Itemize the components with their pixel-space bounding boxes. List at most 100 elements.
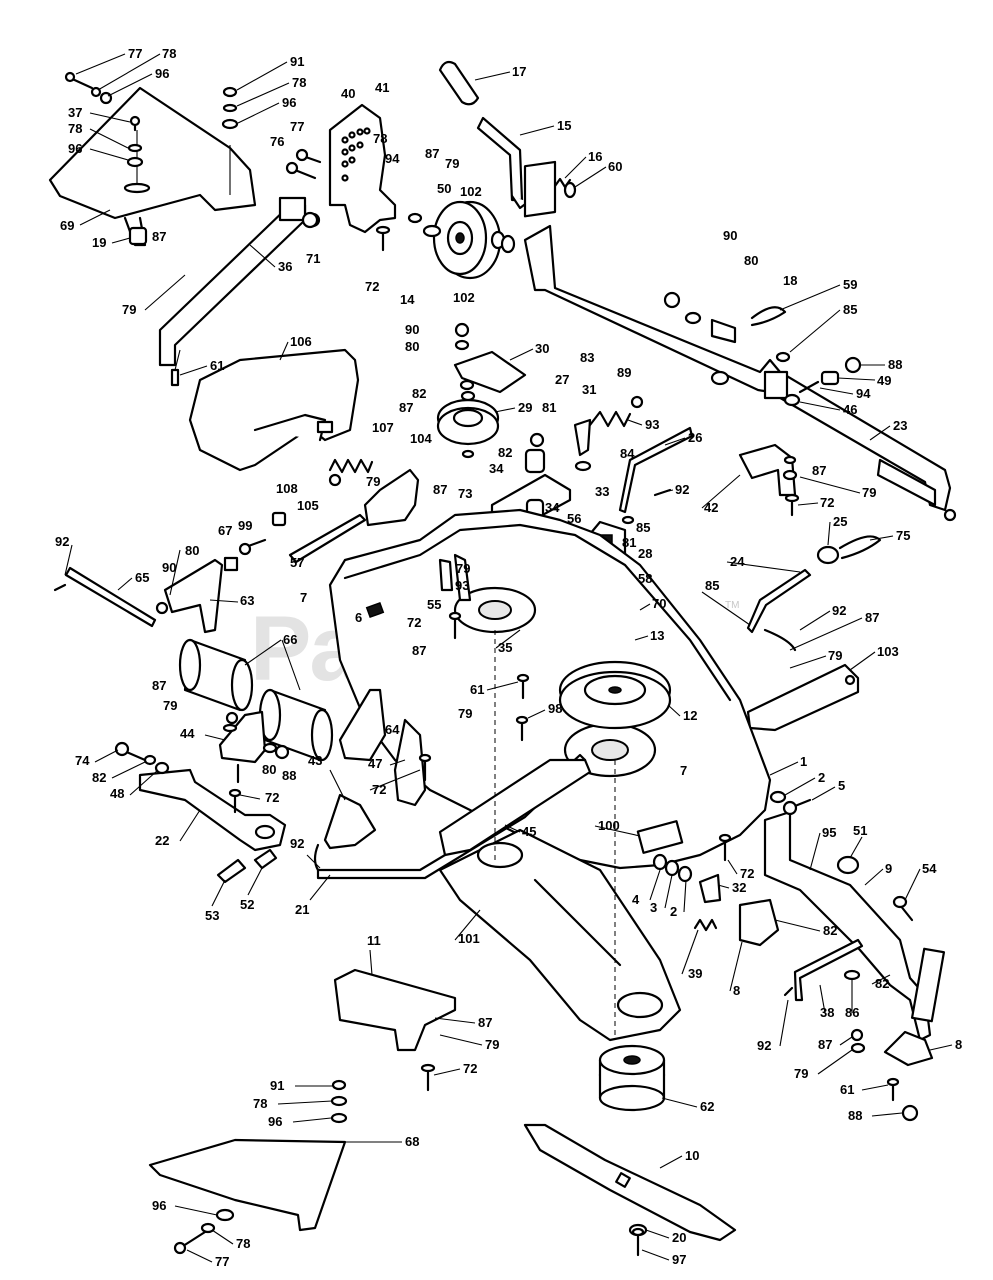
part-66-roller-right: [258, 688, 334, 762]
callout-87: 87: [399, 400, 413, 415]
part-89-washer: [630, 395, 644, 409]
part-30-bracket: [453, 350, 527, 394]
callout-91: 91: [290, 54, 304, 69]
callout-33: 33: [595, 484, 609, 499]
part-44-bracket: [218, 710, 267, 784]
callout-71: 71: [306, 251, 320, 266]
callout-29: 29: [518, 400, 532, 415]
callout-88: 88: [848, 1108, 862, 1123]
watermark-trademark: TM: [725, 600, 739, 611]
part-45-baffle: [438, 758, 592, 857]
callout-104: 104: [410, 431, 432, 446]
part-54-bolt: [892, 895, 914, 922]
callout-87: 87: [812, 463, 826, 478]
callout-103: 103: [877, 644, 899, 659]
callout-78: 78: [253, 1096, 267, 1111]
callout-24: 24: [730, 554, 745, 569]
callout-82: 82: [875, 976, 889, 991]
callout-51: 51: [853, 823, 867, 838]
part-1-mower-deck: [328, 508, 772, 870]
part-94-bolt: [798, 380, 820, 394]
callout-48: 48: [110, 786, 124, 801]
callout-35: 35: [498, 640, 512, 655]
part-59-clip: [750, 306, 787, 327]
part-6-pad: [365, 601, 385, 619]
callout-21: 21: [295, 902, 309, 917]
callout-54: 54: [922, 861, 937, 876]
callout-76: 76: [270, 134, 284, 149]
callout-88: 88: [282, 768, 296, 783]
bolt-72-right: [718, 833, 732, 862]
callout-74: 74: [75, 753, 90, 768]
callout-79: 79: [445, 156, 459, 171]
callout-78: 78: [236, 1236, 250, 1251]
callout-80: 80: [185, 543, 199, 558]
callout-61: 61: [840, 1082, 854, 1097]
callout-85: 85: [636, 520, 650, 535]
callout-39: 39: [688, 966, 702, 981]
part-49-bushing: [820, 370, 840, 386]
callout-72: 72: [407, 615, 421, 630]
callout-72: 72: [372, 782, 386, 797]
callout-18: 18: [783, 273, 797, 288]
part-51-cap: [836, 855, 860, 875]
callout-25: 25: [833, 514, 847, 529]
callout-79: 79: [163, 698, 177, 713]
callout-101: 101: [458, 931, 480, 946]
part-86-washer: [843, 969, 861, 981]
part-90-left-nut: [155, 601, 169, 615]
part-82-washer-left: [143, 754, 157, 766]
part-101-blade-plate: [438, 828, 682, 1042]
callout-12: 12: [683, 708, 697, 723]
callout-57: 57: [290, 555, 304, 570]
callout-4: 4: [632, 892, 640, 907]
callout-67: 67: [218, 523, 232, 538]
part-34-bushing-upper: [524, 448, 546, 474]
callout-31: 31: [582, 382, 596, 397]
part-17-handle-grip: [438, 60, 480, 106]
callout-92: 92: [55, 534, 69, 549]
bolt-72-center: [448, 611, 462, 640]
callout-81: 81: [622, 535, 636, 550]
bolt-72-lower: [418, 753, 432, 782]
callout-5: 5: [838, 778, 845, 793]
callout-87: 87: [425, 146, 439, 161]
callout-46: 46: [843, 402, 857, 417]
callout-17: 17: [512, 64, 526, 79]
callout-58: 58: [638, 571, 652, 586]
callout-78: 78: [162, 46, 176, 61]
callout-84: 84: [620, 446, 635, 461]
hardware-91-78-96-bottom: [330, 1079, 348, 1124]
callout-72: 72: [820, 495, 834, 510]
callout-20: 20: [672, 1230, 686, 1245]
part-90-nut: [663, 291, 681, 309]
part-31-spring: [588, 410, 632, 428]
callout-80: 80: [262, 762, 276, 777]
callout-77: 77: [215, 1254, 229, 1269]
hardware-87-79-left: [222, 711, 239, 733]
callout-89: 89: [617, 365, 631, 380]
part-5-bolt: [782, 798, 812, 816]
callout-78: 78: [292, 75, 306, 90]
bolt-77-top-left: [64, 71, 113, 105]
part-47-bracket: [393, 718, 427, 807]
callout-81: 81: [542, 400, 556, 415]
part-108-bushing: [271, 511, 287, 527]
callout-79: 79: [862, 485, 876, 500]
callout-8: 8: [733, 983, 740, 998]
callout-92: 92: [757, 1038, 771, 1053]
callout-52: 52: [240, 897, 254, 912]
callout-61: 61: [210, 358, 224, 373]
callout-6: 6: [355, 610, 362, 625]
callout-79: 79: [485, 1037, 499, 1052]
callout-2: 2: [818, 770, 825, 785]
callout-64: 64: [385, 722, 400, 737]
callout-62: 62: [700, 1099, 714, 1114]
callout-72: 72: [265, 790, 279, 805]
callout-26: 26: [688, 430, 702, 445]
bolt-76: [285, 148, 322, 180]
part-63-bracket: [163, 558, 224, 634]
callout-68: 68: [405, 1134, 419, 1149]
callout-72: 72: [365, 279, 379, 294]
